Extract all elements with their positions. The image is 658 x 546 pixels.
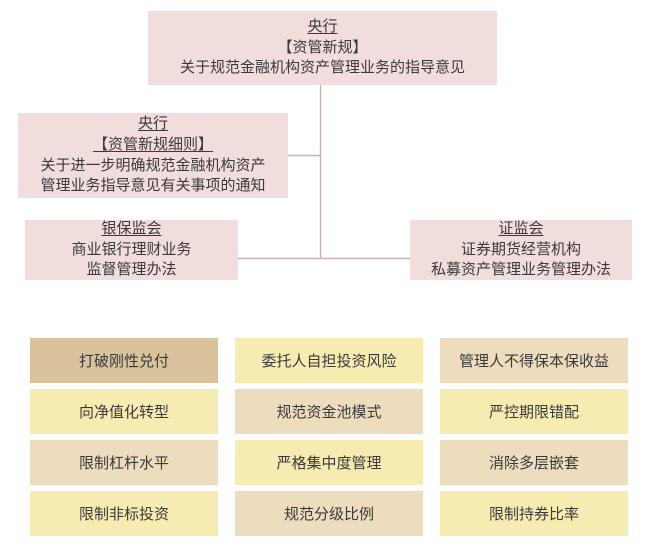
node-detail-body-1: 关于进一步明确规范金融机构资产: [40, 157, 266, 174]
node-cbirc-body-2: 监督管理办法: [86, 262, 177, 279]
measure-cell: 委托人自担投资风险: [235, 338, 423, 383]
measure-cell: 消除多层嵌套: [440, 440, 628, 485]
measure-cell: 打破刚性兑付: [30, 338, 218, 383]
node-top-bracket: 【资管新规】: [277, 39, 368, 56]
measure-cell: 向净值化转型: [30, 389, 218, 434]
measure-cell: 限制非标投资: [30, 491, 218, 536]
measure-cell: 管理人不得保本保收益: [440, 338, 628, 383]
node-cbirc-title: 银保监会: [101, 220, 162, 237]
node-central-bank-detailed-rules: 央行 【资管新规细则】 关于进一步明确规范金融机构资产 管理业务指导意见有关事项…: [18, 113, 288, 198]
node-top-body: 关于规范金融机构资产管理业务的指导意见: [179, 60, 465, 77]
node-csrc-private-asset-management: 证监会 证券期货经营机构 私募资产管理业务管理办法: [410, 220, 632, 280]
node-detail-bracket: 【资管新规细则】: [92, 136, 213, 153]
node-top-title: 央行: [307, 18, 338, 35]
node-cbirc-body-1: 商业银行理财业务: [71, 241, 192, 258]
key-measures-grid: 打破刚性兑付委托人自担投资风险管理人不得保本保收益向净值化转型规范资金池模式严控…: [30, 338, 628, 536]
measure-cell: 限制持券比率: [440, 491, 628, 536]
node-detail-body-2: 管理业务指导意见有关事项的通知: [40, 178, 266, 195]
node-csrc-title: 证监会: [498, 220, 544, 237]
node-cbirc-wealth-management: 银保监会 商业银行理财业务 监督管理办法: [25, 220, 238, 280]
node-central-bank-guideline: 央行 【资管新规】 关于规范金融机构资产管理业务的指导意见: [148, 11, 497, 85]
measure-cell: 规范资金池模式: [235, 389, 423, 434]
measure-cell: 严控期限错配: [440, 389, 628, 434]
regulation-flowchart: 央行 【资管新规】 关于规范金融机构资产管理业务的指导意见 央行 【资管新规细则…: [18, 11, 632, 280]
node-detail-title: 央行: [137, 116, 168, 133]
measure-cell: 严格集中度管理: [235, 440, 423, 485]
node-csrc-body-2: 私募资产管理业务管理办法: [430, 262, 611, 279]
node-csrc-body-1: 证券期货经营机构: [460, 241, 581, 258]
measure-cell: 规范分级比例: [235, 491, 423, 536]
measure-cell: 限制杠杆水平: [30, 440, 218, 485]
